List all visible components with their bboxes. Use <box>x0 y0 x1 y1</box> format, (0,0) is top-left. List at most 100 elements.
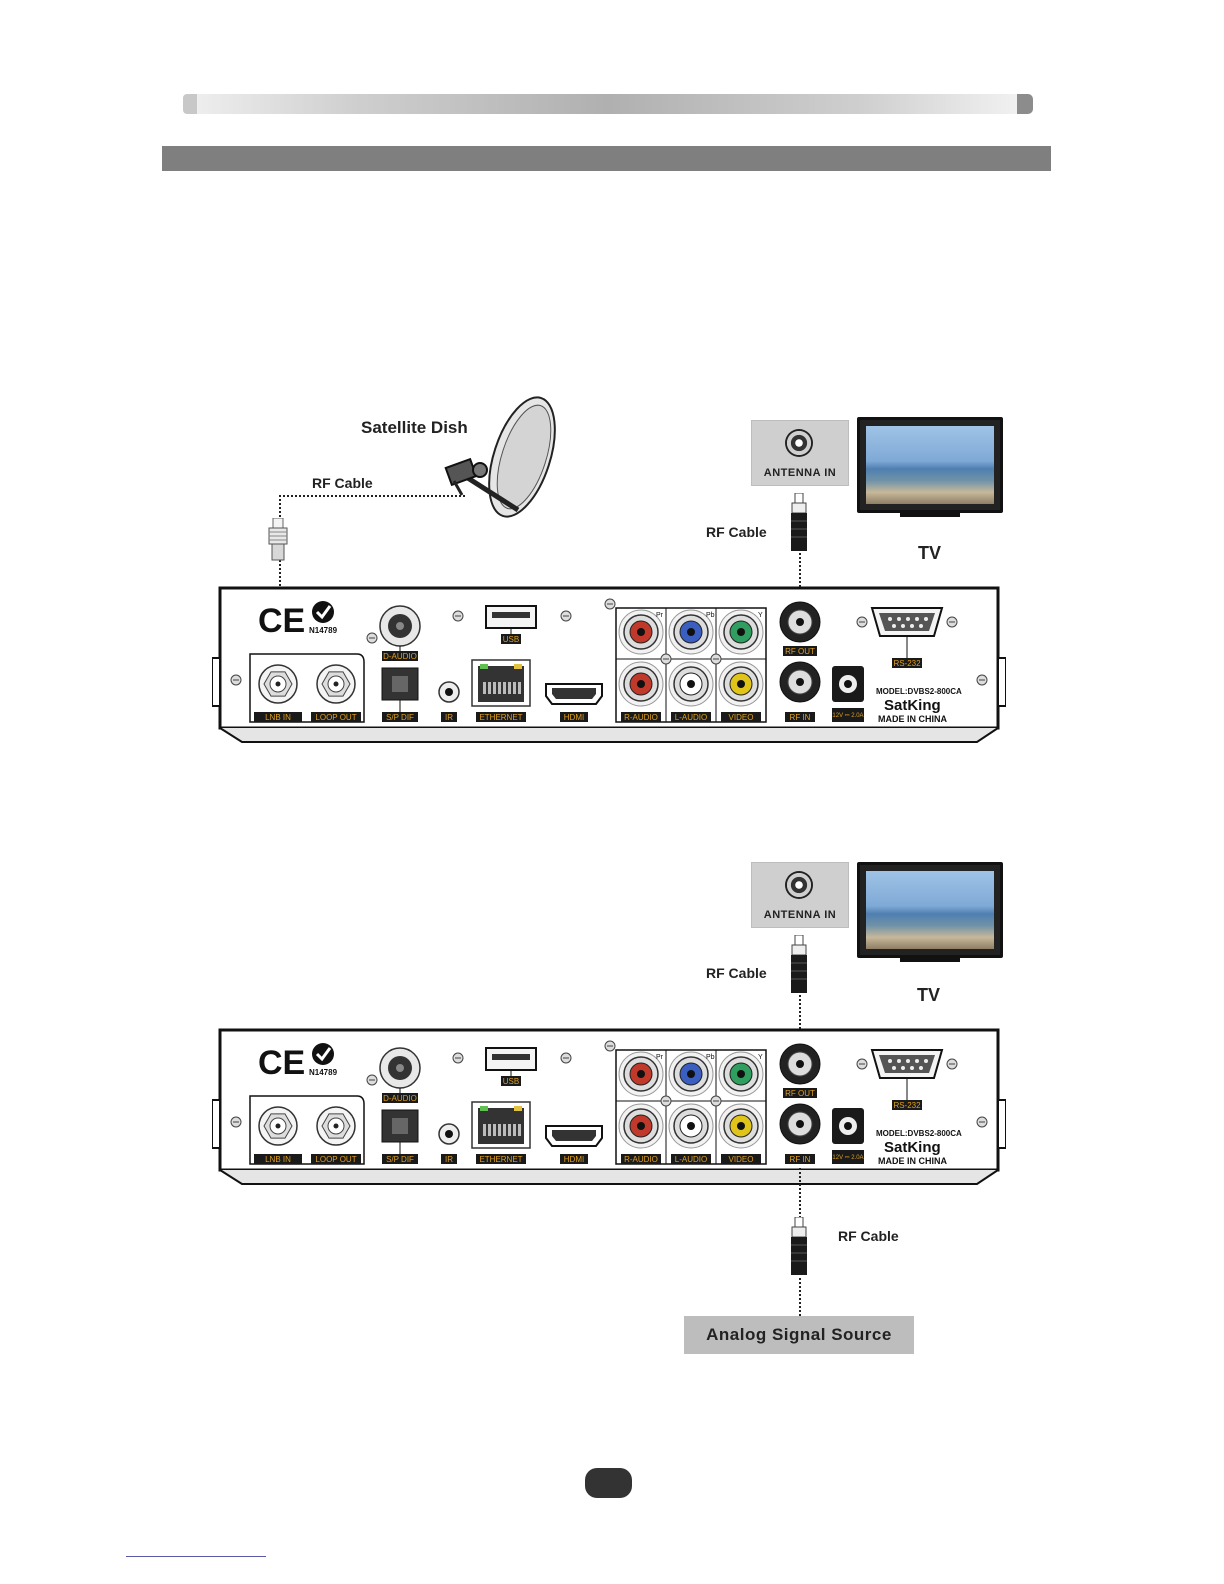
ethernet-label: ETHERNET <box>479 1155 522 1164</box>
spdif-label: S/P DIF <box>386 1155 414 1164</box>
made-in-label: MADE IN CHINA <box>878 1156 947 1166</box>
rs232-pin <box>919 1066 923 1070</box>
y-port-ring <box>718 1051 764 1097</box>
y-label: Y <box>758 1054 763 1061</box>
hdmi-inner <box>552 688 596 699</box>
ethernet-pin <box>483 1124 486 1136</box>
spdif-label-bg <box>382 1154 418 1164</box>
rf-in-label-bg <box>785 712 815 722</box>
rs232-pin <box>901 1066 905 1070</box>
video-label-bg <box>721 1154 761 1164</box>
power-label: 12V ⎓ 2.0A <box>832 713 863 719</box>
lnb-in-label-bg <box>254 1154 302 1164</box>
ethernet-pin <box>493 1124 496 1136</box>
ir-inner <box>445 1130 453 1138</box>
lnb-in-label-bg <box>254 712 302 722</box>
antenna-in-jack-icon <box>785 871 813 899</box>
power-ring <box>839 1117 857 1135</box>
spdif-label-bg <box>382 712 418 722</box>
ethernet-pin <box>503 682 506 694</box>
antenna-in-jack-icon <box>785 429 813 457</box>
rf-out-label-bg <box>783 646 817 656</box>
hdmi-port <box>545 1125 603 1147</box>
pb-port-ring <box>668 1051 714 1097</box>
rf-out-port <box>779 1043 821 1085</box>
loop-out-port-pin <box>333 1123 339 1129</box>
video-port-ring <box>718 1103 764 1149</box>
ethernet-pin <box>518 682 521 694</box>
loop-out-label: LOOP OUT <box>315 713 356 722</box>
rf-in-label: RF IN <box>790 713 811 722</box>
screw-icon <box>366 1074 378 1086</box>
y-port-pin <box>737 1070 745 1078</box>
screw-icon <box>660 1095 672 1107</box>
pb-label: Pb <box>706 1054 715 1061</box>
usb-port <box>485 1047 537 1071</box>
pr-port-color <box>629 1062 653 1086</box>
ir-inner <box>445 688 453 696</box>
rs232-label: RS-232 <box>893 659 921 668</box>
screw-icon <box>230 1116 242 1128</box>
r-audio-label: R-AUDIO <box>624 713 658 722</box>
ethernet-pin <box>503 1124 506 1136</box>
rs232-inner <box>879 1055 935 1073</box>
usb-tongue <box>492 1054 530 1060</box>
y-port-color <box>729 1062 753 1086</box>
cert-number: N14789 <box>309 1068 338 1077</box>
cert-number: N14789 <box>309 626 338 635</box>
usb-label-bg <box>501 1076 521 1086</box>
tv-icon-2 <box>857 862 1003 962</box>
tv-stand <box>900 513 960 517</box>
model-label: MODEL:DVBS2-800CA <box>876 1129 962 1138</box>
brand-label: SatKing <box>884 697 941 714</box>
rs232-pin <box>919 624 923 628</box>
l-audio-label: L-AUDIO <box>675 1155 707 1164</box>
rf-in-pin <box>796 1120 804 1128</box>
c-tick-check <box>315 605 332 620</box>
ethernet-pin <box>498 1124 501 1136</box>
screw-icon <box>710 1095 722 1107</box>
l-audio-port-body <box>673 1108 709 1144</box>
rs232-pin <box>910 1066 914 1070</box>
rf-cable-analog-line <box>799 1168 801 1318</box>
ethernet-label: ETHERNET <box>479 713 522 722</box>
video-port-body <box>723 1108 759 1144</box>
lnb-in-label: LNB IN <box>265 713 291 722</box>
hdmi-label: HDMI <box>564 1155 584 1164</box>
receiver-left-foot <box>211 657 221 707</box>
tv-label-2: TV <box>917 985 941 1005</box>
rs232-label-bg <box>892 1100 922 1110</box>
ir-label: IR <box>445 1155 453 1164</box>
d-audio-inner <box>388 1056 412 1080</box>
ethernet-led-yellow <box>514 664 522 669</box>
ce-mark: CE <box>258 1044 305 1082</box>
rf-in-pin <box>796 678 804 686</box>
rf-in-label: RF IN <box>790 1155 811 1164</box>
r-audio-label-bg <box>621 712 661 722</box>
page-number-tab <box>585 1468 632 1498</box>
rf-out-ring <box>787 1051 813 1077</box>
r-audio-port-ring <box>618 1103 664 1149</box>
satellite-dish-icon <box>444 396 556 518</box>
rf-out-label-bg <box>783 1088 817 1098</box>
rf-cable-plug-icon <box>791 1217 807 1275</box>
d-audio-label-bg <box>382 1093 418 1103</box>
rs232-pin <box>915 1059 919 1063</box>
spdif-label: S/P DIF <box>386 713 414 722</box>
ethernet-pin <box>513 1124 516 1136</box>
power-port <box>832 1108 864 1144</box>
rs232-pin <box>892 1066 896 1070</box>
f-connector-icon <box>268 518 288 561</box>
loop-out-label: LOOP OUT <box>315 1155 356 1164</box>
loop-out-port-pin <box>333 681 339 687</box>
c-tick-icon <box>312 1043 334 1065</box>
tv-screen <box>866 426 994 504</box>
antenna-in-label: ANTENNA IN <box>763 467 837 479</box>
ethernet-led-green <box>480 1106 488 1111</box>
r-audio-label-bg <box>621 1154 661 1164</box>
ce-mark: CE <box>258 602 305 640</box>
rs232-pin <box>924 1059 928 1063</box>
